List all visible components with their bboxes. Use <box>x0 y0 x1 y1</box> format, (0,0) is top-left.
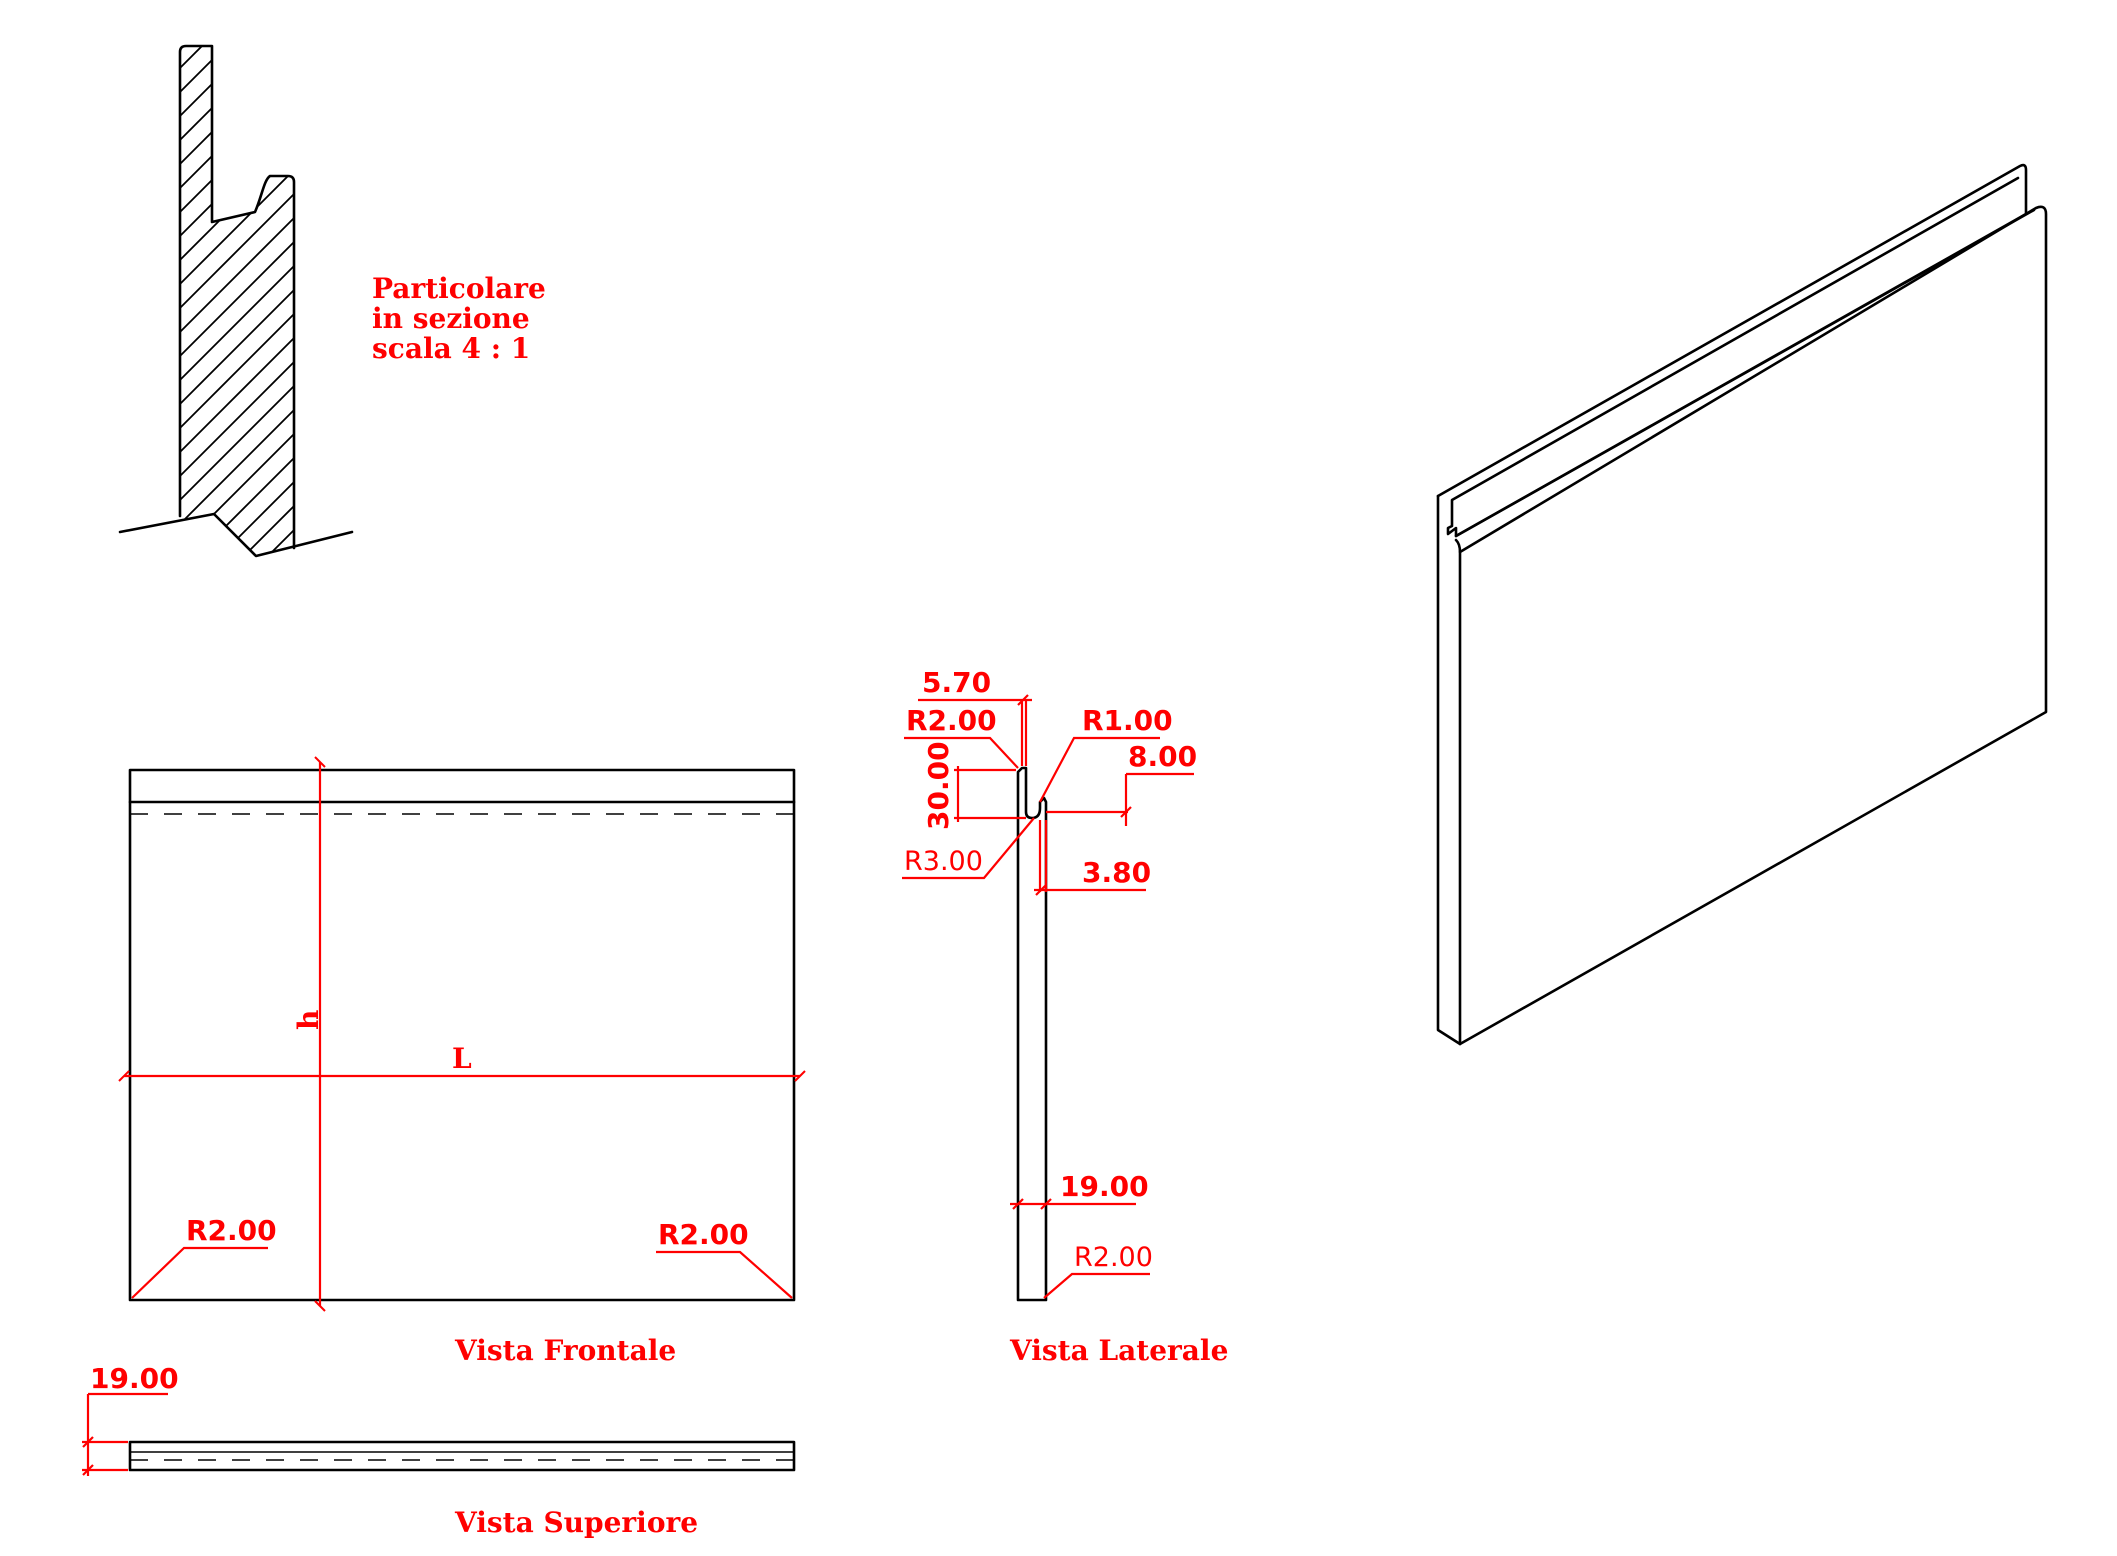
hatch-line <box>180 551 294 556</box>
iso-main-panel <box>1458 205 2048 1046</box>
section-hatching <box>160 0 320 904</box>
side-dim-380-text: 3.80 <box>1082 856 1151 889</box>
side-dim-r1-text: R1.00 <box>1082 704 1173 737</box>
side-dim-r2-bottom-leader <box>1043 1272 1150 1299</box>
hatch-line <box>180 527 294 556</box>
side-view-label: Vista Laterale <box>1009 1334 1228 1367</box>
side-view: 5.70 R2.00 R1.00 8.00 30.00 R3.00 3.80 1… <box>902 666 1228 1367</box>
hatch-line <box>180 215 294 377</box>
side-dim-1900-tick2 <box>1040 1198 1052 1210</box>
hatch-line <box>180 119 294 281</box>
side-dim-800-text: 8.00 <box>1128 740 1197 773</box>
front-view-label: Vista Frontale <box>454 1334 676 1367</box>
hatch-line <box>160 576 320 736</box>
side-dim-1900-tick1 <box>1012 1198 1024 1210</box>
hatch-line <box>180 239 294 401</box>
front-radius-right-leader <box>656 1250 793 1299</box>
iso-left-edge <box>1436 494 1462 1046</box>
front-radius-right-text: R2.00 <box>658 1218 749 1251</box>
side-dim-570-text: 5.70 <box>922 666 991 699</box>
side-dim-r2-top-leader <box>904 736 1019 769</box>
side-dim-380-tick <box>1035 884 1047 896</box>
hatch-line <box>180 95 294 257</box>
section-outline <box>178 44 296 550</box>
front-view: h L R2.00 R2.00 Vista Frontale <box>118 756 806 1367</box>
hatch-line <box>180 46 294 161</box>
side-dim-3000-text: 30.00 <box>922 741 955 830</box>
hatch-line <box>160 624 320 784</box>
hatch-line <box>180 71 294 233</box>
top-view-label: Vista Superiore <box>454 1506 698 1539</box>
hatch-line <box>180 503 294 556</box>
front-outline <box>128 768 796 1302</box>
section-break-line <box>118 512 354 558</box>
top-view: 19.00 Vista Superiore <box>82 1362 796 1539</box>
detail-caption-line2: in sezione <box>372 302 530 335</box>
iso-top-strip <box>1436 163 2028 538</box>
detail-caption-line1: Particolare <box>372 272 546 305</box>
hatch-line <box>180 46 294 185</box>
hatch-line <box>180 407 294 556</box>
top-dim-text: 19.00 <box>90 1362 179 1395</box>
hatch-line <box>180 46 294 89</box>
hatch-line <box>160 744 320 904</box>
hatch-line <box>180 359 294 521</box>
hatch-line <box>160 720 320 880</box>
hatch-line <box>180 167 294 329</box>
section-detail: Particolare in sezione scala 4 : 1 <box>118 0 546 904</box>
isometric-view <box>1436 163 2048 1046</box>
side-dim-r1-leader <box>1039 736 1160 803</box>
hatch-line <box>180 46 294 65</box>
top-outline <box>128 1440 796 1472</box>
front-radius-left-text: R2.00 <box>186 1214 277 1247</box>
hatch-line <box>180 287 294 449</box>
hatch-line <box>180 47 294 209</box>
hatch-line <box>180 46 294 137</box>
side-dim-r3-leader <box>902 817 1035 880</box>
hatch-line <box>160 696 320 856</box>
front-dim-h-text: h <box>292 1010 325 1030</box>
side-dim-r2-top-text: R2.00 <box>906 704 997 737</box>
hatch-line <box>160 648 320 808</box>
top-dim-tick-1 <box>82 1436 94 1448</box>
hatch-line <box>160 600 320 760</box>
detail-caption-line3: scala 4 : 1 <box>372 332 530 365</box>
iso-groove-edge <box>1454 208 2036 538</box>
hatch-line <box>180 455 294 556</box>
hatch-line <box>180 143 294 305</box>
hatch-line <box>180 479 294 556</box>
side-dim-r2-bottom-text: R2.00 <box>1074 1242 1153 1273</box>
side-dim-570-tick <box>1017 694 1029 706</box>
hatch-line <box>180 263 294 425</box>
top-dim-tick-2 <box>82 1464 94 1476</box>
hatch-line <box>160 672 320 832</box>
hatch-line <box>160 0 320 40</box>
side-outline <box>1016 766 1048 1302</box>
front-radius-left-leader <box>131 1246 268 1299</box>
side-dim-1900-text: 19.00 <box>1060 1170 1149 1203</box>
front-dim-l-text: L <box>452 1042 472 1075</box>
hatch-line <box>180 311 294 473</box>
hatch-line <box>180 46 294 113</box>
hatch-line <box>180 431 294 556</box>
hatch-line <box>180 335 294 497</box>
side-dim-800-tick <box>1120 806 1132 818</box>
side-dim-r3-text: R3.00 <box>904 846 983 877</box>
